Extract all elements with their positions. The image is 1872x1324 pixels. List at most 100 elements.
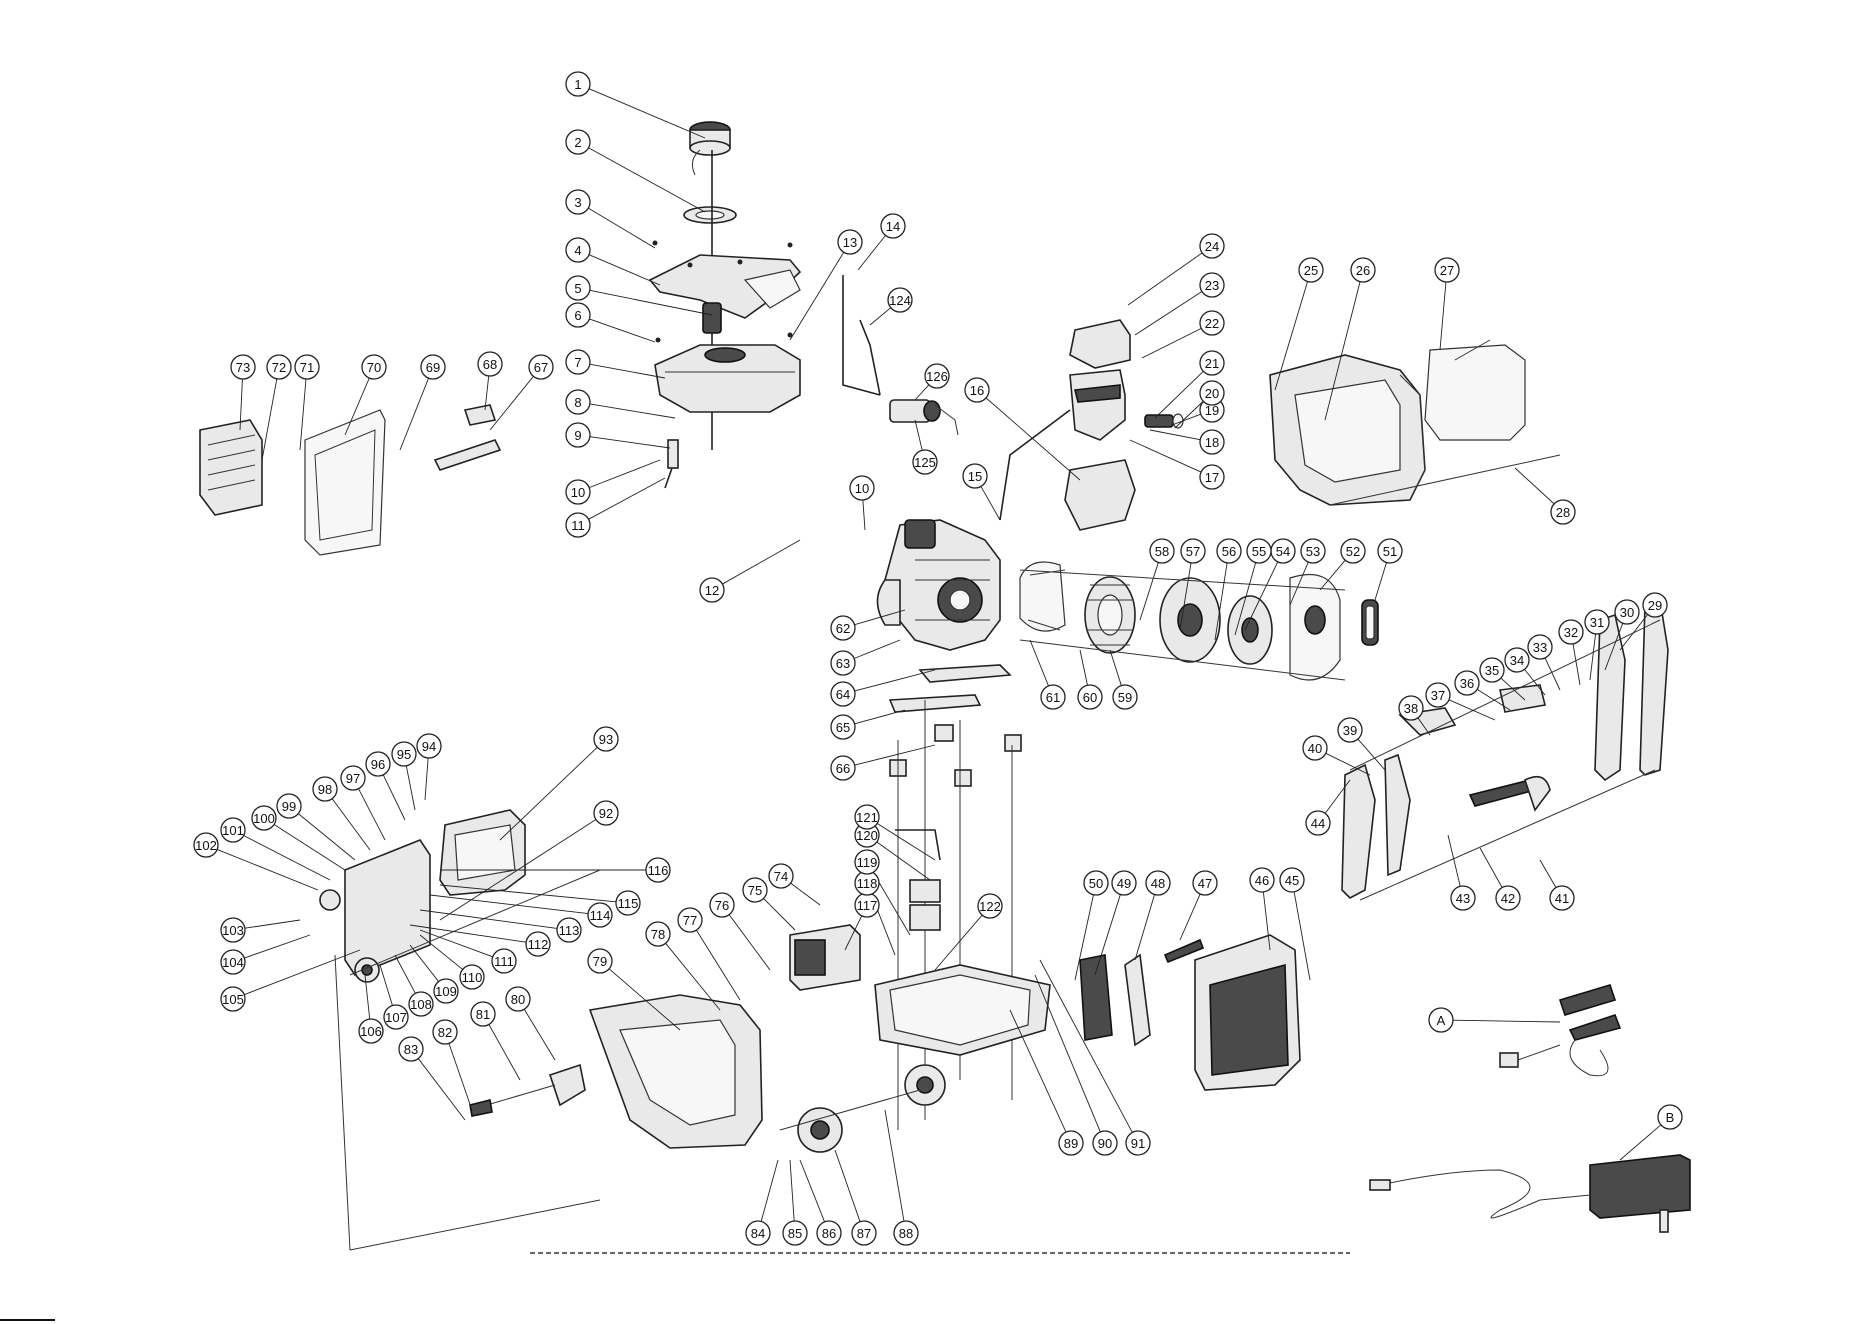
callout-number: 30 bbox=[1620, 605, 1634, 620]
callout-number: 64 bbox=[836, 687, 850, 702]
callout-number: 85 bbox=[788, 1226, 802, 1241]
callout-number: 106 bbox=[360, 1024, 382, 1039]
callout-121: 121 bbox=[854, 804, 880, 830]
leader-line-101 bbox=[243, 835, 331, 881]
callout-124: 124 bbox=[887, 287, 913, 313]
callout-number: 5 bbox=[574, 281, 581, 296]
leader-line-112 bbox=[409, 924, 527, 943]
callout-circle bbox=[1495, 885, 1521, 911]
callout-39: 39 bbox=[1337, 717, 1363, 743]
callout-number: 4 bbox=[574, 243, 581, 258]
leader-line-34 bbox=[1524, 669, 1546, 696]
callout-circle bbox=[1337, 717, 1363, 743]
callout-circle bbox=[1657, 1104, 1683, 1130]
callout-number: B bbox=[1666, 1110, 1675, 1125]
leader-line-63 bbox=[853, 639, 901, 659]
callout-number: 10 bbox=[571, 485, 585, 500]
callout-number: 34 bbox=[1510, 653, 1524, 668]
callout-86: 86 bbox=[816, 1220, 842, 1246]
callout-circle bbox=[1145, 870, 1171, 896]
callout-1: 1 bbox=[565, 71, 591, 97]
callout-number: 35 bbox=[1485, 663, 1499, 678]
leader-line-94 bbox=[424, 757, 429, 801]
callout-number: 62 bbox=[836, 621, 850, 636]
callout-98: 98 bbox=[312, 776, 338, 802]
callout-circle bbox=[849, 475, 875, 501]
callout-number: 117 bbox=[857, 898, 878, 913]
battery-clamp-cable bbox=[1499, 984, 1622, 1077]
leader-line-24 bbox=[1127, 252, 1203, 306]
callout-circle bbox=[1199, 380, 1225, 406]
leader-line-55 bbox=[1234, 562, 1257, 636]
callout-number: 114 bbox=[590, 908, 611, 923]
callout-circle bbox=[1192, 870, 1218, 896]
callout-number: 16 bbox=[970, 383, 984, 398]
leader-line-117 bbox=[844, 915, 863, 951]
callout-circle bbox=[962, 463, 988, 489]
callout-circle bbox=[924, 363, 950, 389]
callout-number: 6 bbox=[574, 308, 581, 323]
callout-circle bbox=[830, 755, 856, 781]
callout-circle bbox=[1216, 538, 1242, 564]
rear-bracket bbox=[433, 404, 502, 471]
callout-number: 23 bbox=[1205, 278, 1219, 293]
callout-number: 97 bbox=[346, 771, 360, 786]
leader-line-13 bbox=[789, 251, 845, 341]
callout-circle bbox=[851, 1220, 877, 1246]
callout-number: 55 bbox=[1252, 544, 1266, 559]
callout-number: 7 bbox=[574, 355, 581, 370]
leader-line-9 bbox=[589, 436, 671, 449]
callout-circle bbox=[1199, 350, 1225, 376]
callout-number: 8 bbox=[574, 395, 581, 410]
callout-60: 60 bbox=[1077, 684, 1103, 710]
callout-circle bbox=[912, 449, 938, 475]
callout-circle bbox=[1040, 684, 1066, 710]
leader-line-23 bbox=[1134, 291, 1203, 336]
callout-circle bbox=[294, 354, 320, 380]
callout-47: 47 bbox=[1192, 870, 1218, 896]
callout-number: 76 bbox=[715, 898, 729, 913]
callout-number: 12 bbox=[705, 583, 719, 598]
callout-76: 76 bbox=[709, 892, 735, 918]
front-spring-rod bbox=[1163, 938, 1205, 964]
callout-77: 77 bbox=[677, 907, 703, 933]
callout-circle bbox=[1550, 499, 1576, 525]
callout-number: 28 bbox=[1556, 505, 1570, 520]
callout-number: 27 bbox=[1440, 263, 1454, 278]
callout-number: 20 bbox=[1205, 386, 1219, 401]
callout-circle bbox=[709, 892, 735, 918]
callout-number: 3 bbox=[574, 195, 581, 210]
right-side-cover bbox=[1269, 354, 1426, 506]
callout-circle bbox=[893, 1220, 919, 1246]
callout-number: 58 bbox=[1155, 544, 1169, 559]
leader-line-45 bbox=[1293, 891, 1311, 981]
callout-circle bbox=[1450, 885, 1476, 911]
callout-number: 104 bbox=[222, 955, 244, 970]
leader-line-41 bbox=[1539, 859, 1557, 888]
callout-circle bbox=[358, 1018, 384, 1044]
callout-104: 104 bbox=[220, 949, 246, 975]
callout-125: 125 bbox=[912, 449, 938, 475]
charger-adapter bbox=[1369, 1154, 1691, 1233]
callout-circle bbox=[645, 921, 671, 947]
callout-120: 120 bbox=[854, 822, 880, 848]
leader-line-71 bbox=[299, 378, 307, 451]
callout-35: 35 bbox=[1479, 657, 1505, 683]
callout-101: 101 bbox=[220, 817, 246, 843]
callout-106: 106 bbox=[358, 1018, 384, 1044]
leader-line-50 bbox=[1074, 894, 1094, 981]
callout-circle bbox=[782, 1220, 808, 1246]
callout-12: 12 bbox=[699, 577, 725, 603]
callout-circle bbox=[459, 964, 485, 990]
callout-62: 62 bbox=[830, 615, 856, 641]
callout-circle bbox=[525, 931, 551, 957]
callout-circle bbox=[398, 1036, 424, 1062]
leader-line-37 bbox=[1448, 699, 1496, 721]
callout-number: 81 bbox=[476, 1007, 490, 1022]
callout-number: 84 bbox=[751, 1226, 765, 1241]
callout-100: 100 bbox=[251, 805, 277, 831]
callout-34: 34 bbox=[1504, 647, 1530, 673]
callout-circle bbox=[391, 741, 417, 767]
callout-circle bbox=[1549, 885, 1575, 911]
callout-number: 60 bbox=[1083, 690, 1097, 705]
